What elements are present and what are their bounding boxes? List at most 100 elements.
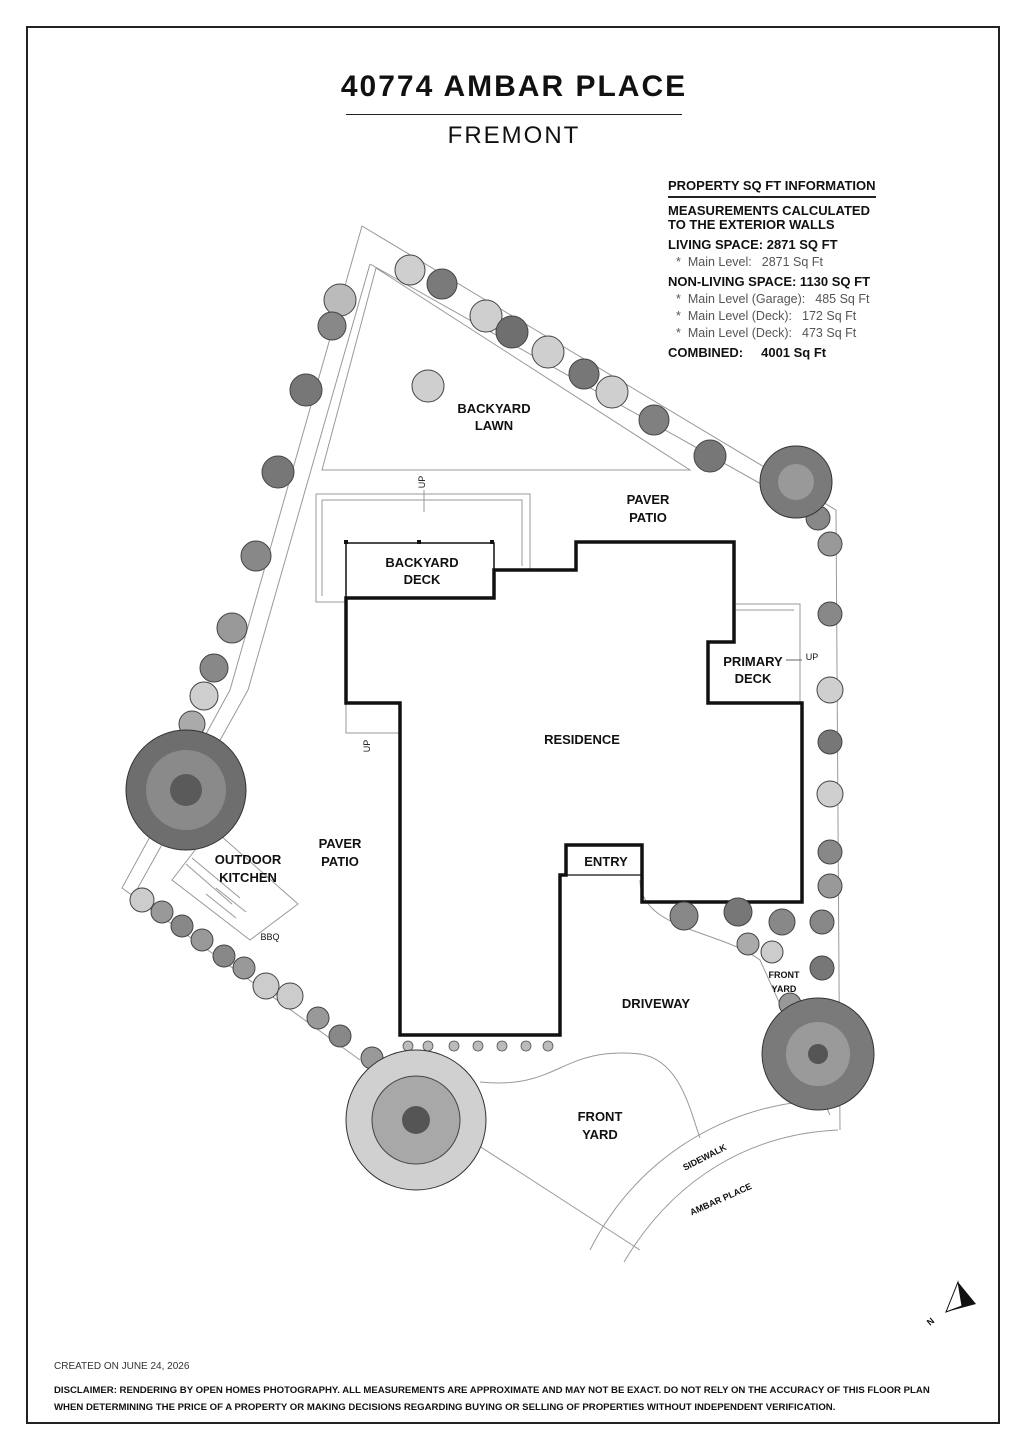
- shrub-icon: [190, 928, 214, 952]
- shrub-icon: [595, 375, 629, 409]
- shrub-icon: [568, 358, 600, 390]
- shrub-icon: [638, 404, 670, 436]
- non-living-item: * Main Level (Deck):172 Sq Ft: [676, 309, 857, 323]
- shrub-icon: [216, 612, 248, 644]
- shrub-icon: [411, 369, 445, 403]
- property-boundary-west: [121, 225, 363, 1061]
- stair-up-label: UP: [362, 740, 372, 753]
- tree-icon: [761, 997, 875, 1111]
- shrub-icon: [252, 972, 280, 1000]
- north-arrow-icon: [945, 1280, 976, 1313]
- shrub-icon: [199, 653, 229, 683]
- primary-deck-label: DECK: [735, 671, 772, 686]
- non-living-space-total: NON-LIVING SPACE: 1130 SQ FT: [668, 274, 871, 289]
- shrub-icon: [495, 315, 529, 349]
- tree-icon: [125, 729, 247, 851]
- front-yard-label: FRONT: [578, 1109, 623, 1124]
- page-frame: [26, 26, 1000, 1424]
- shrub-icon: [669, 901, 699, 931]
- shrub-icon: [289, 373, 323, 407]
- non-living-item: * Main Level (Garage):485 Sq Ft: [676, 292, 870, 306]
- shrub-icon: [693, 439, 727, 473]
- created-date: CREATED ON JUNE 24, 2026: [54, 1361, 190, 1372]
- primary-deck-label: PRIMARY: [723, 654, 783, 669]
- outdoor-kitchen-outline: [171, 827, 299, 941]
- living-item: * Main Level:2871 Sq Ft: [676, 255, 823, 269]
- shrub-icon: [323, 283, 357, 317]
- title-divider: [346, 114, 682, 115]
- driveway-curve: [639, 879, 831, 1116]
- non-living-item: * Main Level (Deck):473 Sq Ft: [676, 326, 857, 340]
- shrub-row: [129, 254, 844, 1070]
- shrub-icon: [189, 681, 219, 711]
- stair-up-label: UP: [806, 652, 819, 662]
- tree-icon: [759, 445, 833, 519]
- backyard-lawn-label: LAWN: [475, 418, 513, 433]
- shrub-icon: [232, 956, 256, 980]
- bbq-label: BBQ: [260, 932, 279, 942]
- sqft-info-panel: PROPERTY SQ FT INFORMATION MEASUREMENTS …: [668, 178, 928, 360]
- shrub-icon: [817, 873, 843, 899]
- shrub-icon: [531, 335, 565, 369]
- residence-outline: [344, 540, 804, 1037]
- paver-patio-label: PATIO: [629, 510, 667, 525]
- shrub-icon: [129, 887, 155, 913]
- backyard-lawn-label: BACKYARD: [457, 401, 530, 416]
- primary-deck-outline: [736, 603, 801, 702]
- shrub-icon: [816, 676, 844, 704]
- shrub-icon: [809, 955, 835, 981]
- paver-patio-label: PAVER: [627, 492, 670, 507]
- shrub-icon: [723, 897, 753, 927]
- sidewalk-arc: [589, 1099, 839, 1251]
- tree-icon: [345, 1049, 487, 1191]
- front-yard-label: YARD: [582, 1127, 618, 1142]
- north-label: N: [925, 1316, 936, 1328]
- page-title: 40774 AMBAR PLACE: [340, 70, 688, 103]
- shrub-icon: [817, 601, 843, 627]
- shrub-icon: [317, 311, 347, 341]
- paver-patio-side-label: PAVER: [319, 836, 362, 851]
- shrub-icon: [817, 729, 843, 755]
- side-step-outline: [345, 703, 400, 734]
- backyard-lawn: [321, 267, 692, 471]
- front-bed-plants: [402, 1040, 554, 1052]
- shrub-icon: [212, 944, 236, 968]
- shrub-icon: [170, 914, 194, 938]
- shrub-icon: [817, 839, 843, 865]
- stair-up-label: UP: [417, 476, 427, 489]
- front-yard-small-label: FRONT: [769, 970, 800, 980]
- disclaimer: DISCLAIMER: RENDERING BY OPEN HOMES PHOT…: [54, 1385, 930, 1413]
- street-arc: [623, 1129, 839, 1263]
- shrub-icon: [736, 932, 760, 956]
- deck-posts: [344, 540, 494, 544]
- shrub-icon: [816, 780, 844, 808]
- patio-outline: [315, 493, 531, 603]
- backyard-deck-outline: [345, 542, 495, 598]
- outdoor-kitchen-label: OUTDOOR: [215, 852, 282, 867]
- driveway-label: DRIVEWAY: [622, 996, 690, 1011]
- shrub-icon: [768, 908, 796, 936]
- outdoor-kitchen-label: KITCHEN: [219, 870, 277, 885]
- backyard-deck-label: DECK: [404, 572, 441, 587]
- shrub-icon: [150, 900, 174, 924]
- shrub-icon: [261, 455, 295, 489]
- sqft-info-header: PROPERTY SQ FT INFORMATION: [668, 178, 876, 198]
- front-walk-line: [469, 1139, 641, 1251]
- living-space-total: LIVING SPACE: 2871 SQ FT: [668, 237, 838, 252]
- measurement-note: MEASUREMENTS CALCULATED TO THE EXTERIOR …: [668, 203, 870, 232]
- shrub-icon: [394, 254, 426, 286]
- shrub-icon: [328, 1024, 352, 1048]
- shrub-icon: [306, 1006, 330, 1030]
- paver-patio-side-label: PATIO: [321, 854, 359, 869]
- shrub-icon: [240, 540, 272, 572]
- combined-total: COMBINED:4001 Sq Ft: [668, 345, 827, 360]
- page-subtitle: FREMONT: [447, 122, 581, 149]
- shrub-icon: [276, 982, 304, 1010]
- residence-label: RESIDENCE: [544, 732, 620, 747]
- shrub-icon: [809, 909, 835, 935]
- entry-label: ENTRY: [584, 854, 628, 869]
- shrub-icon: [760, 940, 784, 964]
- front-yard-small-label: YARD: [772, 984, 797, 994]
- shrub-icon: [817, 531, 843, 557]
